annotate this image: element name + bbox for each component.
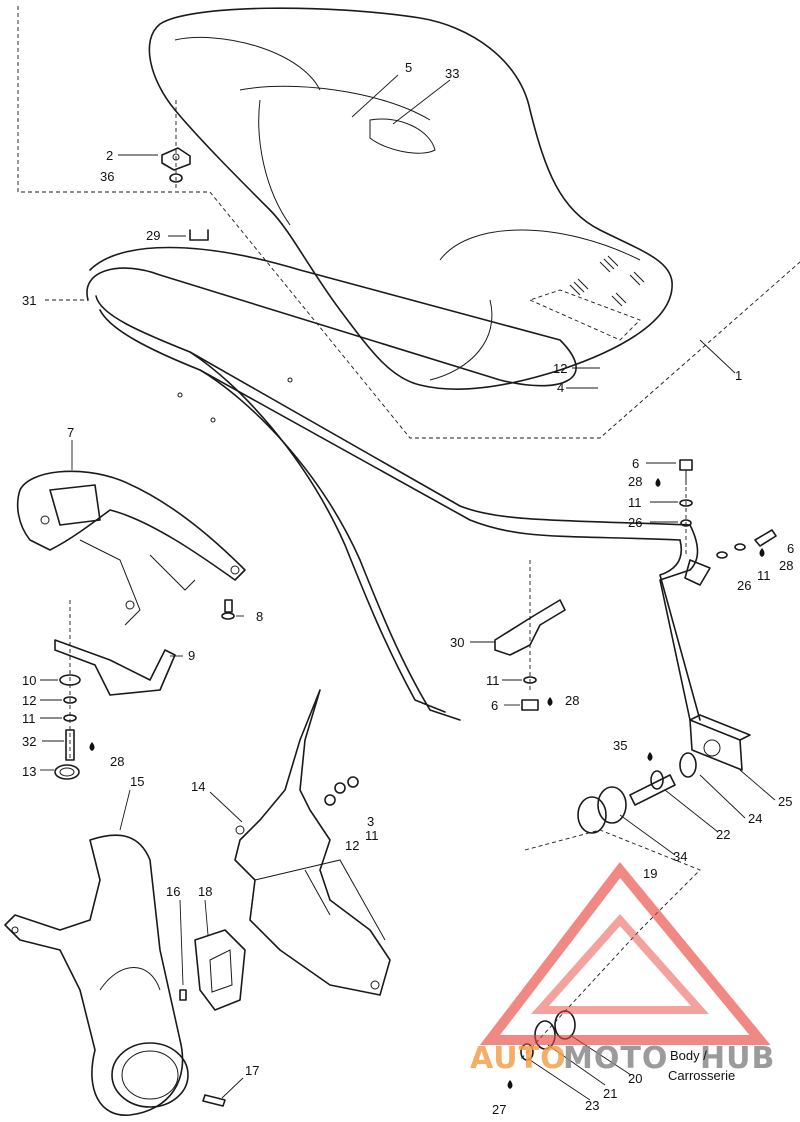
watermark-auto: AUTO bbox=[470, 1041, 567, 1076]
callout-4: 4 bbox=[557, 380, 564, 395]
plate-18 bbox=[194, 929, 246, 1011]
callout-9: 9 bbox=[188, 648, 195, 663]
callout-29: 29 bbox=[146, 228, 160, 243]
rear-frame-31 bbox=[86, 246, 711, 721]
callout-7: 7 bbox=[67, 425, 74, 440]
callout-11b: 11 bbox=[757, 568, 771, 583]
watermark-moto: MOTO bbox=[563, 1041, 668, 1076]
callout-18: 18 bbox=[198, 884, 212, 899]
callout-12c: 12 bbox=[345, 838, 359, 853]
callout-12b: 12 bbox=[22, 693, 36, 708]
callout-13: 13 bbox=[22, 764, 36, 779]
bracket-30 bbox=[494, 599, 566, 656]
callout-10: 10 bbox=[22, 673, 36, 688]
callout-35: 35 bbox=[613, 738, 627, 753]
bolt-22 bbox=[629, 770, 676, 806]
callout-31: 31 bbox=[22, 293, 36, 308]
callout-19: 19 bbox=[643, 866, 657, 881]
callout-11d: 11 bbox=[486, 673, 500, 688]
bracket-9 bbox=[54, 639, 176, 696]
rubber-mount-34 bbox=[577, 786, 627, 834]
bracket-25 bbox=[689, 714, 751, 771]
callout-28c: 28 bbox=[110, 754, 124, 769]
callout-6b: 6 bbox=[787, 541, 794, 556]
callout-20: 20 bbox=[628, 1071, 642, 1086]
callout-11a: 11 bbox=[628, 495, 642, 510]
callout-24: 24 bbox=[748, 811, 762, 826]
callout-leaders bbox=[40, 74, 776, 1101]
callout-28a: 28 bbox=[628, 474, 642, 489]
callout-6a: 6 bbox=[632, 456, 639, 471]
fasteners-shield bbox=[324, 776, 359, 806]
leader-19 bbox=[519, 829, 701, 1061]
callout-23: 23 bbox=[585, 1098, 599, 1113]
callout-11c: 11 bbox=[22, 711, 36, 726]
screw-16 bbox=[179, 989, 187, 1001]
callout-26b: 26 bbox=[737, 578, 751, 593]
screw-17 bbox=[202, 1094, 226, 1107]
callout-17: 17 bbox=[245, 1063, 259, 1078]
bolt-6 bbox=[521, 699, 539, 711]
nut-2 bbox=[161, 100, 191, 190]
callout-5: 5 bbox=[405, 60, 412, 75]
body-label-line1: Body / bbox=[670, 1048, 707, 1063]
callout-1: 1 bbox=[735, 368, 742, 383]
heat-shield-14 bbox=[234, 689, 391, 996]
callout-36: 36 bbox=[100, 169, 114, 184]
callout-labels: 5 33 2 36 29 31 12 4 1 7 6 28 11 26 6 28… bbox=[22, 60, 794, 1117]
callout-21: 21 bbox=[603, 1086, 617, 1101]
callout-28d: 28 bbox=[565, 693, 579, 708]
callout-33: 33 bbox=[445, 66, 459, 81]
lubricant-drop-icon bbox=[89, 478, 765, 1089]
fasteners-upper-right bbox=[679, 459, 777, 559]
watermark-hub: HUB bbox=[700, 1041, 775, 1076]
clip-29-symbol bbox=[189, 229, 209, 241]
callout-22: 22 bbox=[716, 827, 730, 842]
bushing-24 bbox=[679, 752, 697, 778]
seat-springs bbox=[528, 255, 645, 341]
callout-25: 25 bbox=[778, 794, 792, 809]
tail-housing-7 bbox=[16, 470, 246, 626]
callout-14: 14 bbox=[191, 779, 205, 794]
callout-28b: 28 bbox=[779, 558, 793, 573]
callout-8: 8 bbox=[256, 609, 263, 624]
holder-15 bbox=[4, 834, 189, 1116]
callout-2: 2 bbox=[106, 148, 113, 163]
callout-30: 30 bbox=[450, 635, 464, 650]
seat-group-boundary bbox=[17, 6, 800, 439]
callout-26a: 26 bbox=[628, 515, 642, 530]
callout-34: 34 bbox=[673, 849, 687, 864]
callout-16: 16 bbox=[166, 884, 180, 899]
callout-15: 15 bbox=[130, 774, 144, 789]
washer-11 bbox=[523, 676, 537, 684]
seat bbox=[148, 7, 673, 390]
callout-3: 3 bbox=[367, 814, 374, 829]
body-label-line2: Carrosserie bbox=[668, 1068, 735, 1083]
callout-11e: 11 bbox=[365, 828, 379, 843]
callout-32: 32 bbox=[22, 734, 36, 749]
fasteners-left-stack bbox=[54, 600, 81, 780]
callout-27: 27 bbox=[492, 1102, 506, 1117]
callout-6c: 6 bbox=[491, 698, 498, 713]
callout-12a: 12 bbox=[553, 361, 567, 376]
bolt-8 bbox=[221, 599, 235, 620]
automotohub-watermark: AUTO MOTO HUB bbox=[470, 861, 775, 1076]
watermark-triangle bbox=[479, 861, 771, 1045]
